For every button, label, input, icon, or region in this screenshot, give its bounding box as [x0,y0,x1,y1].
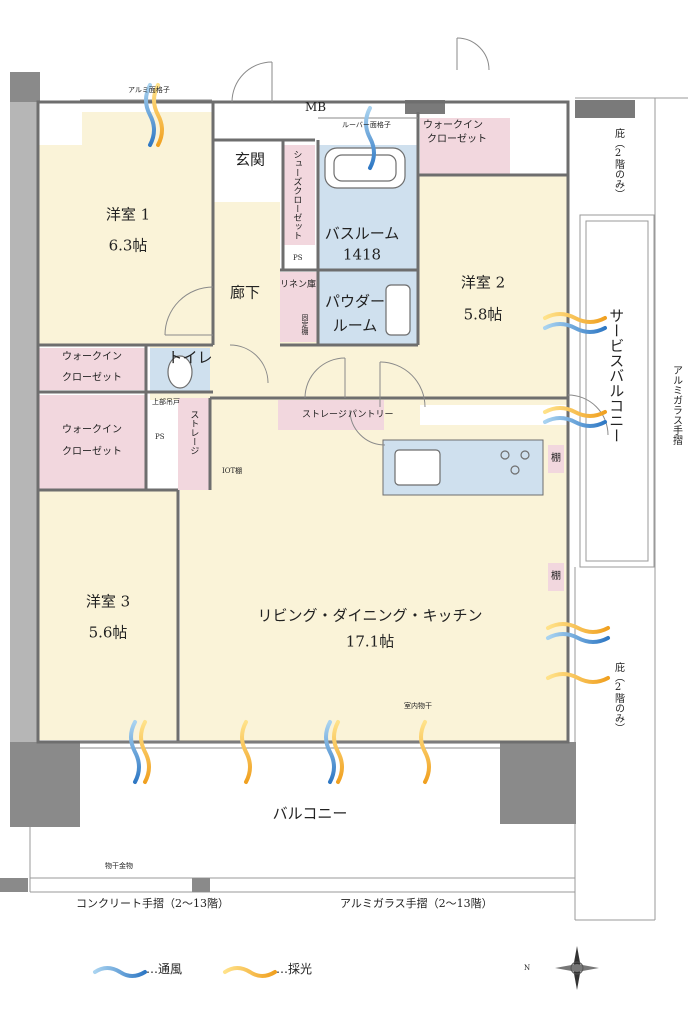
compass-icon [555,946,599,990]
room-western3-size: 5.6帖 [88,623,128,642]
eaves-bottom-label: 庇（2階のみ） [612,662,624,733]
shoes-closet-label: シューズクローゼット [291,150,302,240]
ps-left-fill [146,425,178,450]
walkin-top-line2: クローゼット [427,134,487,145]
storage-pantry-fill [278,400,384,430]
room-western1-size: 6.3帖 [108,236,148,255]
indoor-dryer-label: 室内物干 [404,702,432,710]
mb-label: MB [305,100,327,114]
room-bath-code: 1418 [342,245,382,264]
shelf-fill-2 [548,563,564,591]
shelf-label-2: 棚 [551,571,561,582]
alu-lattice-label: アルミ面格子 [128,86,170,94]
iot-label: IOT棚 [222,467,243,475]
room-toilet: トイレ [167,348,213,367]
alu-glass-rail-bottom-label: アルミガラス手摺（2〜13階） [340,897,493,910]
room-entrance: 玄関 [234,150,266,169]
storage-small-fill [178,398,210,490]
walkin-top-line1: ウォークイン [423,120,483,131]
ps1-label: PS [293,254,303,262]
room-ldk-name: リビング・ダイニング・キッチン [257,606,483,625]
upper-cabinet-label: 上部吊戸 [152,398,180,406]
entrance-fill [213,140,283,202]
top-room-fill [82,112,212,152]
room-western1-name: 洋室 1 [105,205,151,224]
flow-arrows [129,83,610,784]
walkin-top-fill [420,118,510,174]
linen-fill [280,272,318,300]
room-powder-line2: ルーム [332,316,378,335]
western2-fill [418,175,568,405]
room-ldk-size: 17.1帖 [345,632,395,651]
linen-label: リネン庫 [280,280,317,290]
walkin-left2-line1: ウォークイン [62,424,122,436]
ps2-label: PS [155,433,165,441]
legend-daylight-swatch [223,966,277,978]
room-powder-line1: パウダー [324,292,386,311]
doors [164,37,609,446]
room-western2-size: 5.8帖 [463,305,503,324]
legend-ventilation-swatch [93,966,147,978]
fixed-shelf-label: 固定棚 [301,314,310,335]
legend-daylight-label: …採光 [276,962,313,976]
pantry-label: パントリー [348,410,394,420]
room-western3-name: 洋室 3 [85,592,131,611]
walkin-left2-fill [38,395,146,490]
western3-fill [38,490,178,740]
alu-glass-rail-side-label: アルミガラス手摺 [670,365,682,445]
dryer-hardware-label: 物干金物 [105,862,133,870]
louver-lattice-label: ルーバー面格子 [342,121,391,129]
concrete-rail-label: コンクリート手摺（2〜13階） [76,897,229,910]
storage-mid-label: ストレージ [302,410,347,420]
walkin-left1-fill [38,348,146,390]
room-western2-name: 洋室 2 [460,273,506,292]
eaves-top-label: 庇（2階のみ） [612,128,624,199]
walkin-left1-line1: ウォークイン [62,351,122,363]
pillars [0,72,635,892]
room-balcony: バルコニー [272,804,348,823]
walkin-left2-line2: クローゼット [62,446,122,458]
storage-small-label: ストレージ [188,410,199,455]
legend-ventilation-label: …通風 [146,962,183,976]
compass-north-label: N [524,964,531,972]
walkin-left1-line2: クローゼット [62,372,122,384]
room-hallway: 廊下 [229,283,261,302]
room-bath-name: バスルーム [324,224,400,243]
room-service-balcony: サービスバルコニー [607,308,626,443]
fixtures [167,147,530,486]
shoes-closet-fill [283,145,315,245]
legend-swatches [93,966,277,978]
shelf-fill-1 [548,445,564,473]
shelf-label-1: 棚 [551,453,561,464]
fixed-shelf-fill [280,300,318,342]
